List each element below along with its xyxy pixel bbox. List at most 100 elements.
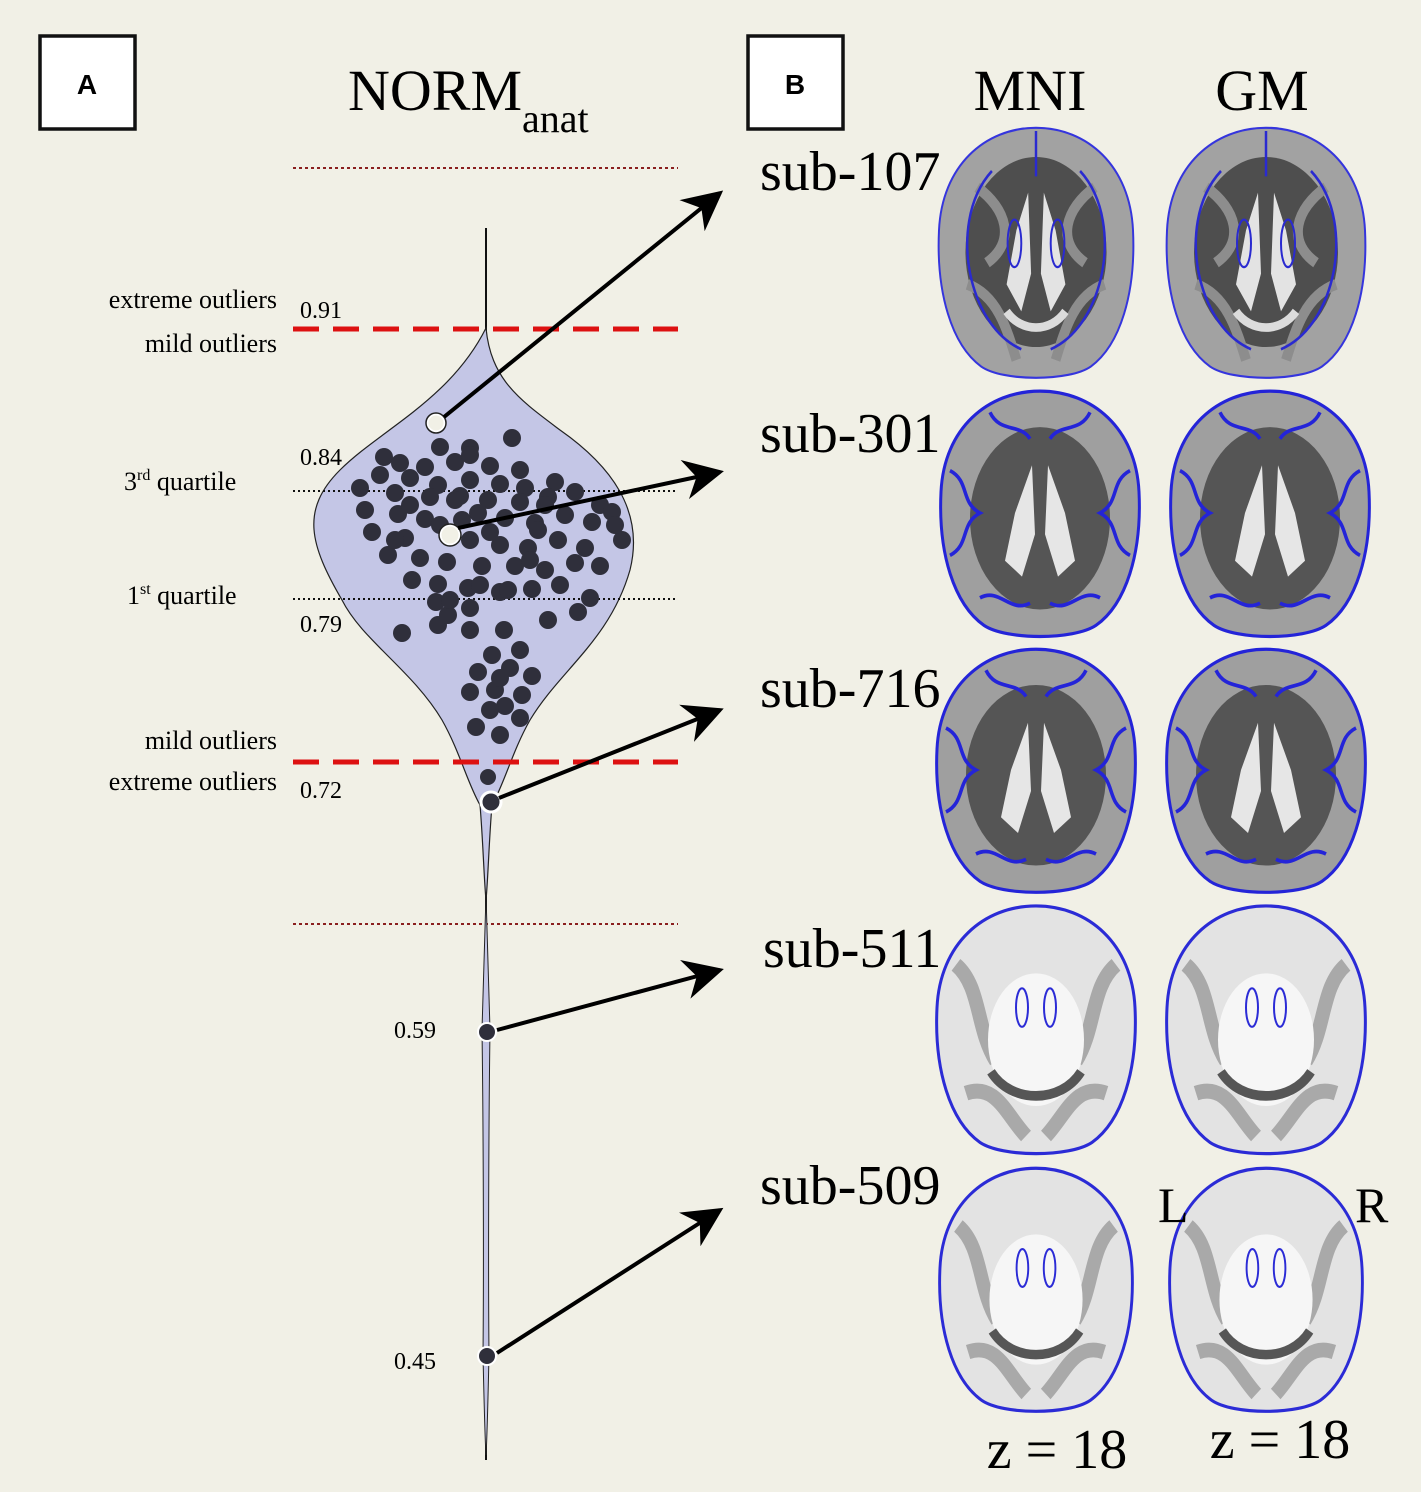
data-point [499, 581, 517, 599]
data-point [529, 521, 547, 539]
point-sub-107-ring [425, 412, 447, 434]
label-mild-outliers-lower: mild outliers [145, 726, 277, 755]
value-lower-fence: 0.72 [300, 778, 342, 804]
data-point [356, 501, 374, 519]
data-point [581, 589, 599, 607]
data-point [461, 446, 479, 464]
data-point [469, 504, 487, 522]
data-point [491, 726, 509, 744]
data-point [416, 458, 434, 476]
label-first-quartile: 1st quartile [127, 581, 237, 610]
data-point [491, 475, 509, 493]
data-point [503, 429, 521, 447]
data-point [386, 484, 404, 502]
subject-label-sub-716: sub-716 [760, 658, 940, 720]
panel-a-label: A [77, 69, 97, 100]
label-extreme-outliers-lower: extreme outliers [109, 767, 277, 796]
point-sub-301 [438, 523, 462, 547]
data-point [401, 469, 419, 487]
brain-sub-107-gm [1167, 128, 1366, 378]
data-point [523, 667, 541, 685]
data-point [516, 479, 534, 497]
brain-sub-509-gm [1170, 1168, 1363, 1411]
data-point [511, 493, 529, 511]
data-point [411, 549, 429, 567]
data-point [546, 473, 564, 491]
data-point [591, 557, 609, 575]
data-point [606, 516, 624, 534]
data-point [431, 438, 449, 456]
arrow-sub-107 [442, 190, 724, 419]
brain-sub-301-mni [941, 391, 1140, 636]
data-point [438, 553, 456, 571]
data-point [446, 491, 464, 509]
point-sub-509 [477, 1346, 497, 1366]
data-point [566, 554, 584, 572]
data-point [461, 531, 479, 549]
panel-a-title-main: NORM [348, 58, 522, 123]
data-point [469, 663, 487, 681]
point-sub-511 [477, 1022, 497, 1042]
point-sub-301-ring [438, 523, 462, 547]
data-point [461, 599, 479, 617]
orientation-right: R [1355, 1177, 1389, 1233]
brain-sub-511-mni [937, 906, 1136, 1154]
data-point [496, 697, 514, 715]
data-point [379, 546, 397, 564]
subject-label-sub-301: sub-301 [760, 403, 940, 465]
data-point [583, 513, 601, 531]
data-point [371, 466, 389, 484]
column-header-mni: MNI [974, 58, 1087, 123]
brain-sub-509-mni [940, 1168, 1133, 1411]
panel-a-title-subscript: anat [522, 96, 589, 141]
panel-a-label-box [38, 34, 137, 131]
data-point [506, 557, 524, 575]
data-point [536, 561, 554, 579]
data-point [479, 491, 497, 509]
data-point [483, 646, 501, 664]
data-point [386, 531, 404, 549]
data-point [551, 576, 569, 594]
data-point [363, 523, 381, 541]
data-point [473, 557, 491, 575]
data-point [521, 551, 539, 569]
data-point [513, 686, 531, 704]
data-point [427, 593, 445, 611]
data-point [481, 457, 499, 475]
brain-sub-511-gm [1167, 906, 1366, 1154]
data-point [461, 683, 479, 701]
brain-sub-716-mni [937, 649, 1136, 892]
arrow-sub-509 [495, 1207, 724, 1355]
data-point [393, 624, 411, 642]
value-q1: 0.79 [300, 612, 342, 638]
value-outlier-059: 0.59 [394, 1018, 436, 1044]
data-point [481, 701, 499, 719]
brain-sub-107-mni [939, 128, 1134, 378]
data-point [511, 461, 529, 479]
point-lower-1 [480, 769, 496, 785]
data-point [441, 591, 459, 609]
point-sub-716 [479, 790, 503, 814]
data-point [375, 448, 393, 466]
data-point [351, 479, 369, 497]
data-point [471, 576, 489, 594]
arrow-sub-511 [496, 960, 724, 1032]
data-point [481, 523, 499, 541]
data-point [467, 718, 485, 736]
column-header-gm: GM [1215, 58, 1308, 123]
label-third-quartile: 3rd quartile [124, 467, 236, 496]
slice-label-mni: z = 18 [987, 1419, 1127, 1481]
violin-tail [481, 894, 491, 1456]
orientation-left: L [1158, 1177, 1189, 1233]
data-point [569, 603, 587, 621]
value-q3: 0.84 [300, 445, 342, 471]
brain-sub-716-gm [1167, 649, 1366, 892]
data-point [613, 531, 631, 549]
data-point [511, 709, 529, 727]
panel-b-label: B [785, 69, 805, 100]
data-point [401, 496, 419, 514]
panel-b: B MNI GM sub-107 sub-301 sub-716 sub-511… [746, 34, 1389, 1481]
data-point [461, 471, 479, 489]
data-point [491, 669, 509, 687]
